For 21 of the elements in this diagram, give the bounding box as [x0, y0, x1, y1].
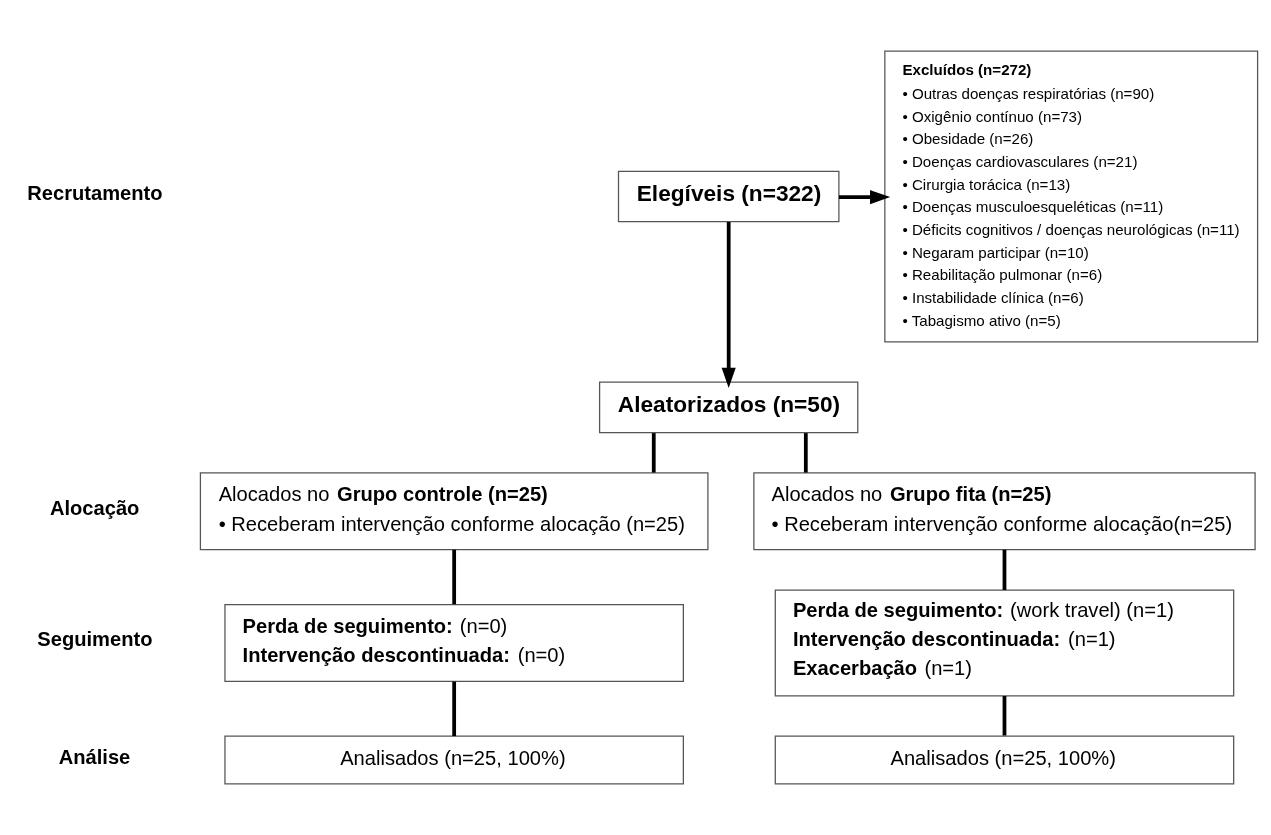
connector	[1002, 549, 1007, 591]
label: Análise	[58, 745, 131, 768]
connector	[1002, 696, 1007, 736]
arrow	[721, 221, 736, 388]
label: Seguimento	[37, 628, 153, 651]
arrow	[838, 190, 891, 205]
node-box: Elegíveis (n=322)	[617, 170, 840, 223]
node-box: Alocados no Grupo fita (n=25) • Receberam intervenção conforme alocação(n=25)	[753, 472, 1256, 551]
node-box: Analisados (n=25, 100%)	[224, 735, 684, 785]
node-box: Perda de seguimento: (work travel) (n=1) Intervenção descontinuada: (n=1) Exacerbação (n=1)	[774, 589, 1235, 697]
node-box: Aleatorizados (n=50)	[599, 381, 859, 434]
node-box: Excluídos (n=272) • Outras doenças respiratórias (n=90) • Oxigênio contínuo (n=73) • Obesidade (n=26) • Doenças cardiovasculares (n=21) • Cirurgia torácica (n=13) • Doenças musculoesqueléticas (n=11) • Déficits cognitivos / doenças neurológicas (n=11) • Negaram participar (n=10) • Reabilitação pulmonar (n=6) • Instabilidade clínica (n=6) • Tabagismo ativo (n=5)	[884, 50, 1259, 343]
connector	[452, 549, 457, 605]
connector	[803, 433, 808, 473]
connector	[651, 433, 656, 473]
label: Alocação	[49, 496, 140, 519]
label: Recrutamento	[27, 182, 163, 205]
node-box: Alocados no Grupo controle (n=25) • Receberam intervenção conforme alocação (n=25)	[199, 472, 709, 551]
node-box: Perda de seguimento: (n=0) Intervenção descontinuada: (n=0)	[224, 603, 684, 682]
connector	[452, 681, 457, 737]
node-box: Analisados (n=25, 100%)	[774, 735, 1235, 785]
